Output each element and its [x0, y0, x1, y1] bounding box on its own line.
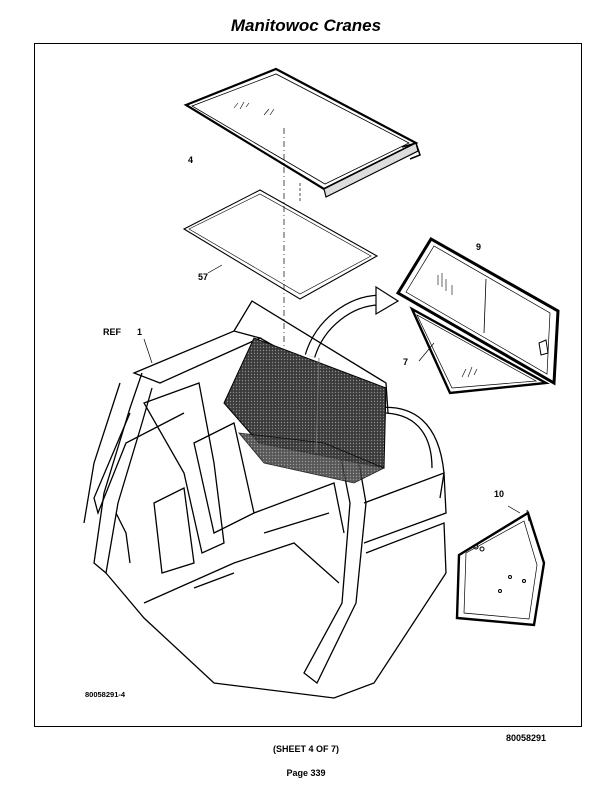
callout-57: 57: [198, 272, 209, 282]
roof-window-part-4: [183, 67, 421, 198]
page-number: Page 339: [286, 768, 326, 778]
swing-direction-arrow: [304, 285, 400, 358]
callout-ref: REF: [103, 327, 121, 337]
callout-9: 9: [476, 242, 482, 252]
page-title: Manitowoc Cranes: [230, 16, 382, 35]
door-window-part-10: [455, 509, 546, 627]
callout-1: 1: [137, 327, 143, 337]
window-seal-part-57: [182, 189, 379, 300]
sheet-indicator: (SHEET 4 OF 7): [272, 744, 339, 754]
part-number: 80058291: [506, 733, 547, 743]
callout-leader-lines: [143, 264, 521, 514]
callout-4: 4: [188, 155, 194, 165]
drawing-id: 80058291-4: [85, 690, 126, 699]
sliding-window-part-9: [395, 236, 560, 386]
callout-7: 7: [403, 357, 409, 367]
illustration-frame: [34, 43, 582, 727]
installed-windshield-glass: [223, 337, 387, 484]
triangle-window-part-7: [409, 306, 550, 395]
cab-exploded-view-illustration: [83, 67, 560, 699]
callout-10: 10: [494, 489, 505, 499]
